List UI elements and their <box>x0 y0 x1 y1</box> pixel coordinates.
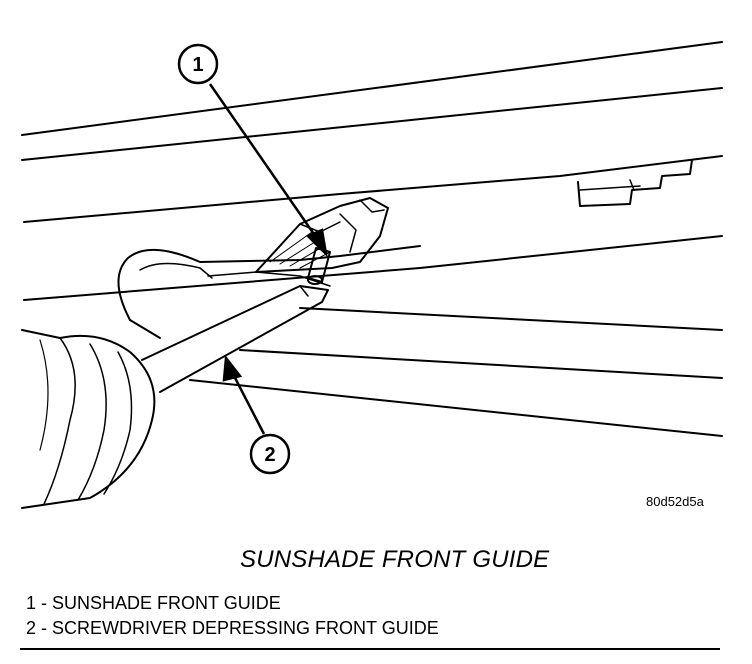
headliner-rail-upper <box>23 155 723 223</box>
screwdriver-shaft <box>141 285 329 393</box>
callout-1-leader <box>208 83 320 241</box>
figure-title: SUNSHADE FRONT GUIDE <box>240 546 550 573</box>
trim-upper-line <box>299 307 723 331</box>
roof-panel-edge-top <box>21 41 723 136</box>
rail-lower-edge <box>23 235 723 301</box>
bottom-rule <box>20 648 720 650</box>
trim-lower-line <box>239 349 723 379</box>
callout-2-number: 2 <box>264 444 275 466</box>
callout-2-arrowhead <box>222 354 243 382</box>
legend-item-1: 1 - SUNSHADE FRONT GUIDE <box>26 593 281 613</box>
figure-id-label: 80d52d5a <box>646 494 704 509</box>
rail-bracket <box>577 159 693 207</box>
callout-2: 2 <box>249 433 291 475</box>
callout-1-arrowhead <box>305 228 328 258</box>
legend-item-2: 2 - SCREWDRIVER DEPRESSING FRONT GUIDE <box>26 618 439 638</box>
sunshade-illustration: 1 2 <box>21 41 723 509</box>
callout-1: 1 <box>177 43 219 85</box>
callout-1-number: 1 <box>192 54 203 76</box>
sunshade-front-guide-body <box>255 197 389 273</box>
headliner-lip <box>117 245 421 321</box>
callout-2-leader <box>230 371 266 435</box>
screwdriver-handle <box>21 329 156 509</box>
roof-panel-edge-inner <box>21 87 723 161</box>
trim-bottom-line <box>189 379 723 437</box>
